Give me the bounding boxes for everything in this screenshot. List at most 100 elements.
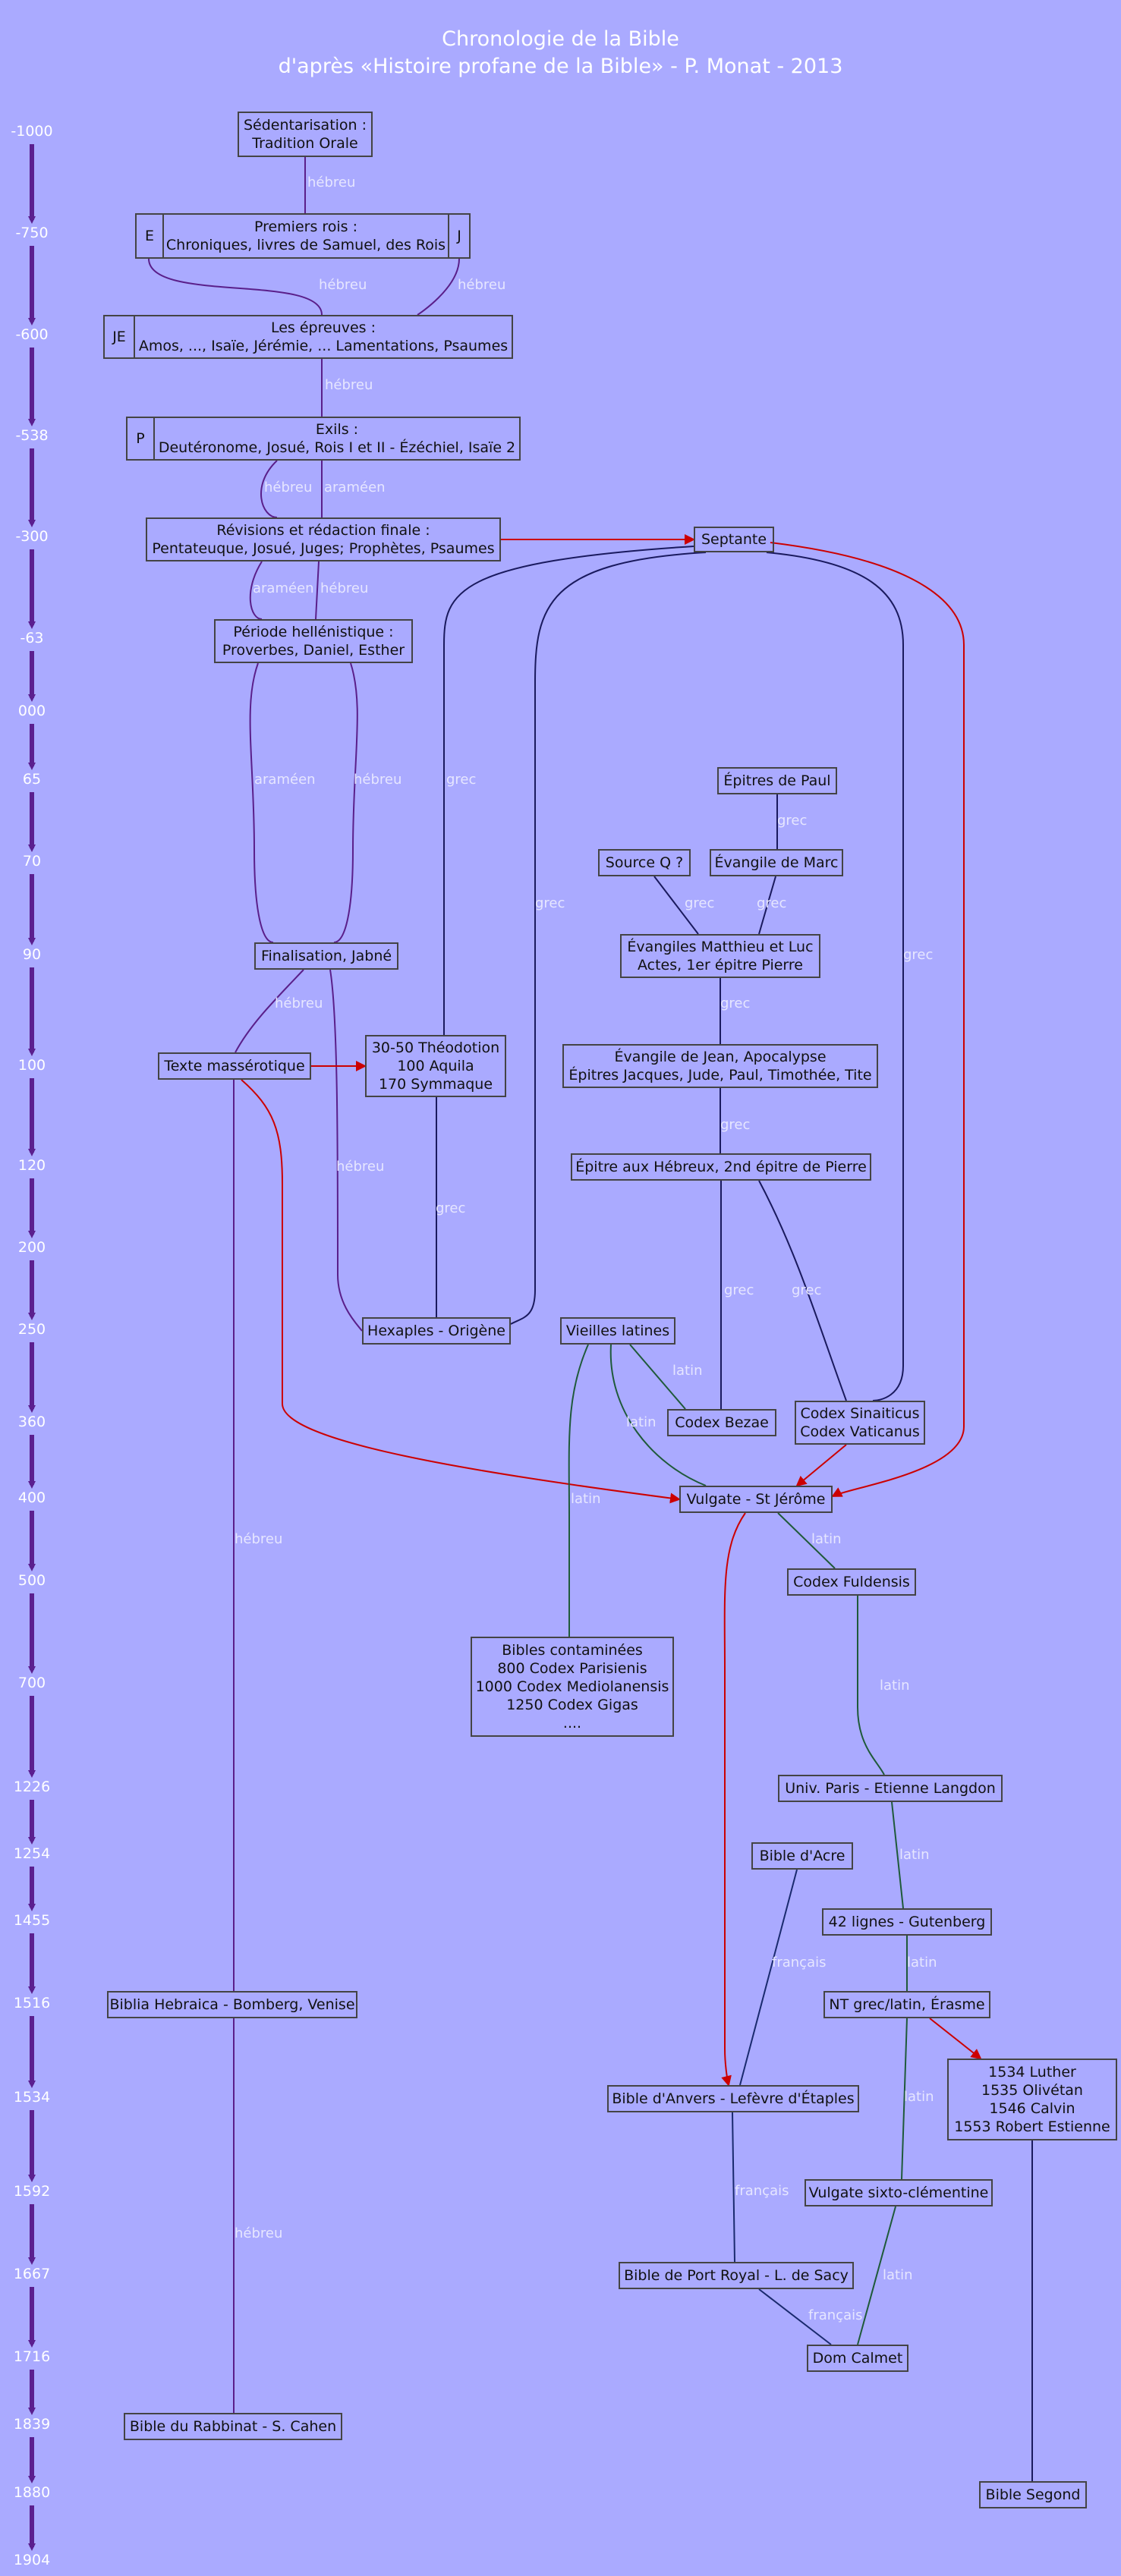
timeline-year: 1839 bbox=[13, 2416, 51, 2433]
timeline-year: 90 bbox=[22, 946, 42, 963]
node-evangile-marc: Évangile de Marc bbox=[710, 849, 843, 876]
node-exils: P Exils : Deutéronome, Josué, Rois I et … bbox=[126, 417, 521, 461]
timeline-year: 250 bbox=[17, 1321, 46, 1338]
edge-label: araméen bbox=[254, 772, 316, 788]
node-vulgate-sixto: Vulgate sixto-clémentine bbox=[805, 2179, 993, 2206]
edge bbox=[609, 1344, 707, 1486]
node-evangile-jean: Évangile de Jean, Apocalypse Épitres Jac… bbox=[562, 1044, 878, 1088]
edge bbox=[758, 876, 776, 935]
edge bbox=[510, 552, 707, 1325]
node-epitres-paul: Épitres de Paul bbox=[717, 767, 837, 794]
edge-label: hébreu bbox=[320, 580, 369, 596]
edge bbox=[249, 662, 274, 943]
edge-label: latin bbox=[626, 1414, 657, 1430]
edge bbox=[739, 1869, 798, 2086]
edge bbox=[857, 2206, 896, 2345]
edge bbox=[777, 1512, 836, 1569]
node-codex-bezae: Codex Bezae bbox=[667, 1409, 776, 1436]
timeline-year: -1000 bbox=[11, 123, 53, 140]
node-bible-segond: Bible Segond bbox=[979, 2481, 1087, 2508]
node-hebreux: Épitre aux Hébreux, 2nd épitre de Pierre bbox=[571, 1153, 871, 1181]
edge-label: hébreu bbox=[307, 175, 356, 190]
edge-label: français bbox=[772, 1955, 827, 1971]
edge-label: grec bbox=[535, 895, 565, 911]
edge-label: latin bbox=[880, 1678, 910, 1694]
edge-label: grec bbox=[757, 895, 787, 911]
edge-label: grec bbox=[685, 895, 715, 911]
edge-label: hébreu bbox=[235, 2225, 283, 2241]
edge-label: français bbox=[735, 2183, 789, 2199]
timeline-year: 1455 bbox=[13, 1912, 51, 1929]
edge-label: hébreu bbox=[325, 377, 373, 393]
edges bbox=[148, 157, 1033, 2481]
node-vulgate: Vulgate - St Jérôme bbox=[679, 1486, 833, 1513]
edge-label: latin bbox=[571, 1491, 601, 1507]
edge-label: latin bbox=[883, 2267, 913, 2283]
edge bbox=[315, 561, 320, 620]
edge bbox=[148, 258, 323, 316]
timeline-year: 1226 bbox=[13, 1779, 51, 1795]
edge bbox=[329, 969, 363, 1332]
timeline-year: 400 bbox=[17, 1489, 46, 1506]
edge bbox=[901, 2018, 908, 2180]
title-line-1: Chronologie de la Bible bbox=[442, 27, 679, 51]
source-p: P bbox=[128, 418, 155, 459]
edge bbox=[629, 1344, 686, 1410]
node-epreuves: JE Les épreuves : Amos, ..., Isaïe, Jéré… bbox=[103, 315, 513, 359]
timeline-year: 360 bbox=[17, 1414, 46, 1430]
node-gutenberg: 42 lignes - Gutenberg bbox=[822, 1908, 992, 1936]
edge-label: latin bbox=[907, 1955, 937, 1971]
timeline-year: -300 bbox=[15, 528, 49, 545]
edge bbox=[417, 258, 460, 316]
edge bbox=[891, 1801, 904, 1909]
edge-label: latin bbox=[904, 2089, 934, 2105]
diagram-title: Chronologie de la Bible d'après «Histoir… bbox=[0, 26, 1121, 80]
timeline-year: -600 bbox=[15, 326, 49, 343]
edge-label: latin bbox=[811, 1531, 842, 1547]
edge-label: hébreu bbox=[458, 277, 506, 293]
edge bbox=[443, 546, 694, 1035]
edge bbox=[758, 1180, 847, 1401]
node-source-q: Source Q ? bbox=[598, 849, 691, 876]
edge-label: grec bbox=[720, 1117, 751, 1133]
timeline-year: -750 bbox=[15, 225, 49, 241]
edge bbox=[249, 561, 263, 620]
node-sedentarisation: Sédentarisation : Tradition Orale bbox=[238, 112, 373, 157]
timeline-year: 120 bbox=[17, 1157, 46, 1174]
edge-label: hébreu bbox=[235, 1531, 283, 1547]
source-je: JE bbox=[105, 316, 135, 357]
timeline-year: 1904 bbox=[13, 2552, 51, 2568]
edge bbox=[333, 662, 358, 943]
edge-label: français bbox=[808, 2307, 863, 2323]
node-hellenistique: Période hellénistique : Proverbes, Danie… bbox=[214, 619, 413, 663]
timeline-year: 100 bbox=[17, 1057, 46, 1074]
edge bbox=[721, 1512, 746, 2087]
timeline-year: 500 bbox=[17, 1572, 46, 1589]
edge bbox=[235, 969, 304, 1053]
edge-label: grec bbox=[903, 947, 934, 963]
node-premiers-rois: E Premiers rois : Chroniques, livres de … bbox=[135, 213, 471, 259]
node-univ-paris: Univ. Paris - Etienne Langdon bbox=[778, 1775, 1003, 1802]
timeline-year: 700 bbox=[17, 1675, 46, 1691]
edge-label: araméen bbox=[253, 580, 314, 596]
timeline-year: -63 bbox=[20, 630, 44, 646]
edge bbox=[241, 1079, 681, 1504]
node-texte-massoretique: Texte massérotique bbox=[158, 1052, 311, 1080]
edge-label: hébreu bbox=[275, 995, 323, 1011]
node-vieilles-latines: Vieilles latines bbox=[560, 1317, 675, 1345]
title-line-2: d'après «Histoire profane de la Bible» -… bbox=[278, 55, 843, 78]
node-matthieu-luc: Évangiles Matthieu et Luc Actes, 1er épi… bbox=[620, 934, 820, 978]
node-revisions: Révisions et rédaction finale : Pentateu… bbox=[146, 517, 501, 561]
edge-label: grec bbox=[777, 813, 808, 829]
edge-label: grec bbox=[446, 772, 477, 788]
edge-label: araméen bbox=[324, 480, 386, 495]
timeline-year: 1716 bbox=[13, 2348, 51, 2365]
node-codex-sinaiticus: Codex Sinaiticus Codex Vaticanus bbox=[795, 1401, 925, 1445]
edge-label: grec bbox=[720, 995, 751, 1011]
edge-label: hébreu bbox=[354, 772, 402, 788]
node-septante: Septante bbox=[694, 527, 774, 552]
edge bbox=[857, 1596, 885, 1776]
node-dom-calmet: Dom Calmet bbox=[807, 2345, 908, 2372]
edge bbox=[568, 1344, 589, 1637]
source-j: J bbox=[448, 215, 469, 257]
